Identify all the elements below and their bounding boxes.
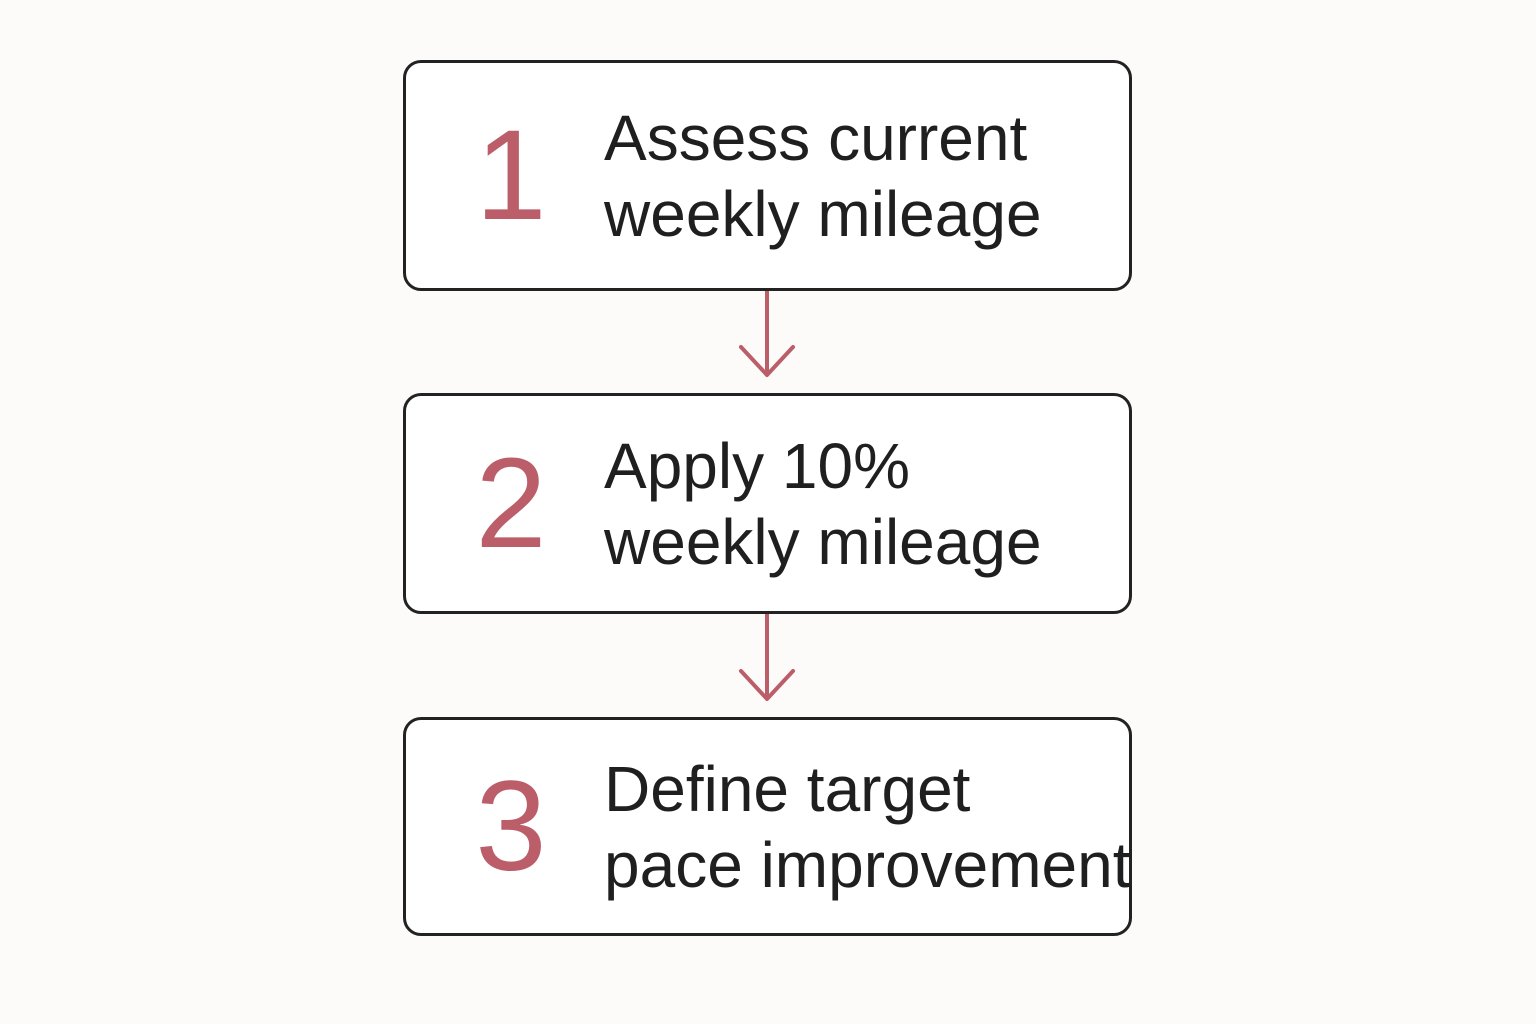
step-text-1: Assess current weekly mileage	[604, 100, 1042, 252]
step-3-line-2: pace improvement	[604, 828, 1131, 901]
step-number-3: 3	[475, 754, 547, 898]
step-number-1: 1	[475, 103, 547, 247]
step-box-2: 2 Apply 10% weekly mileage	[403, 393, 1132, 614]
step-box-3: 3 Define target pace improvement	[403, 717, 1132, 936]
arrow-down-icon	[739, 614, 795, 701]
step-1-line-2: weekly mileage	[604, 177, 1042, 250]
arrow-down-icon	[739, 291, 795, 377]
step-text-3: Define target pace improvement	[604, 751, 1130, 903]
step-number-2: 2	[475, 431, 547, 575]
step-2-line-1: Apply 10%	[604, 429, 910, 502]
step-box-1: 1 Assess current weekly mileage	[403, 60, 1132, 291]
step-text-2: Apply 10% weekly mileage	[604, 428, 1042, 580]
step-2-line-2: weekly mileage	[604, 505, 1042, 578]
step-1-line-1: Assess current	[604, 101, 1028, 174]
step-3-line-1: Define target	[604, 752, 971, 825]
